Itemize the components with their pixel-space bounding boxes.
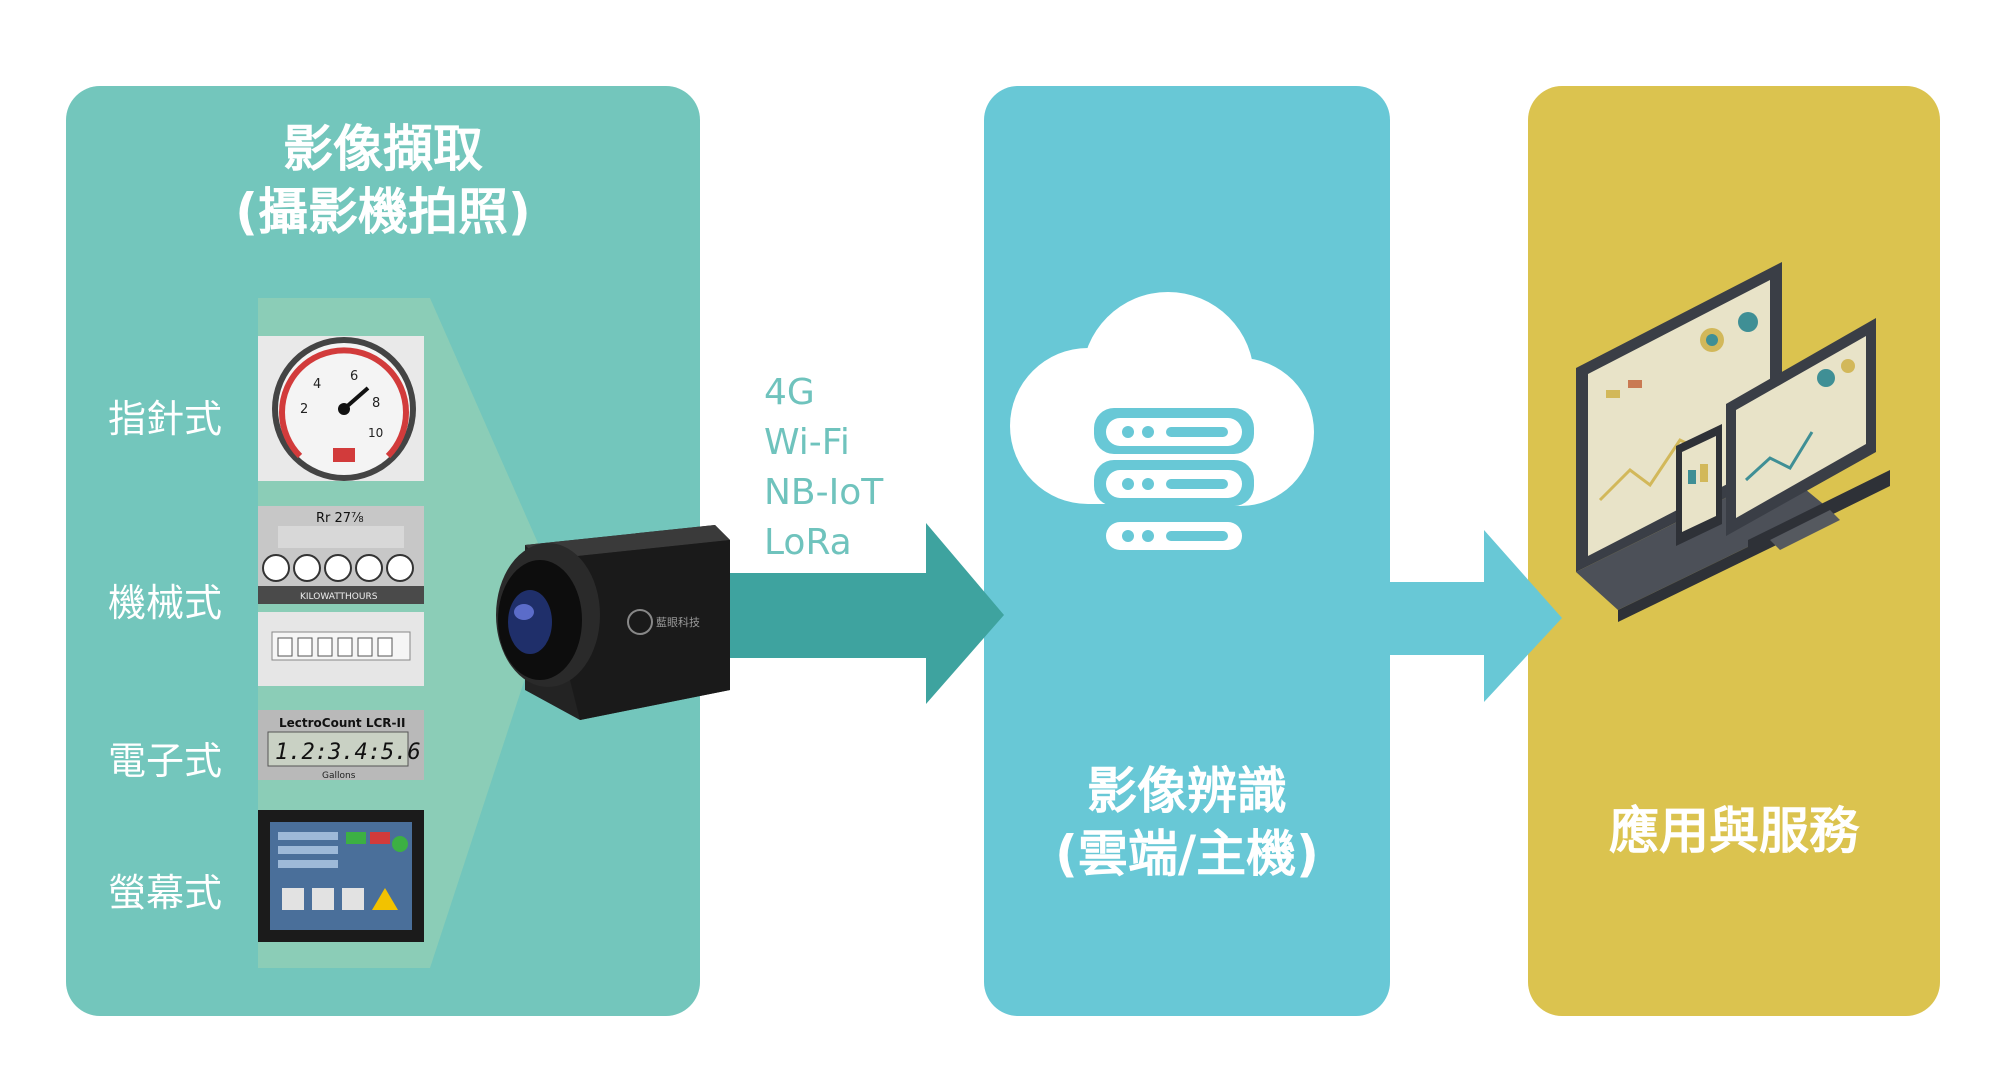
capture-title-line1: 影像擷取: [283, 120, 483, 178]
svg-text:2: 2: [300, 402, 308, 417]
recognition-panel-title: 影像辨識 (雲端/主機): [984, 760, 1390, 885]
arrow-capture-to-recognition: [700, 523, 1004, 704]
connectivity-item: Wi-Fi: [764, 422, 850, 463]
mechanical-unit-label: KILOWATTHOURS: [300, 592, 378, 602]
mechanical-meter-photo: Rr 27⅞ KILOWATTHOURS: [258, 506, 424, 686]
camera-brand-label: 藍眼科技: [656, 615, 700, 629]
devices-dashboard-icon: [1576, 262, 1890, 622]
svg-text:4: 4: [313, 377, 321, 392]
capture-title-line2: (攝影機拍照): [235, 182, 531, 241]
recognition-title-line2: (雲端/主機): [1055, 824, 1319, 883]
connectivity-item: NB-IoT: [764, 472, 884, 513]
mechanical-register-label: Rr 27⅞: [316, 511, 364, 526]
capture-panel-title: 影像擷取 (攝影機拍照): [66, 118, 700, 243]
service-panel-title: 應用與服務: [1609, 802, 1859, 860]
connectivity-item: LoRa: [764, 522, 852, 563]
pointer-gauge-photo: 4 6 8 2 10: [258, 336, 424, 481]
electronic-meter-photo: LectroCount LCR-II 1.2:3.4:5.6 Gallons: [258, 710, 424, 781]
meter-type-screen: 螢幕式: [108, 871, 223, 915]
connectivity-list: 4G Wi-Fi NB-IoT LoRa: [764, 368, 883, 568]
camera-device: 藍眼科技: [496, 525, 730, 720]
electronic-brand-label: LectroCount LCR-II: [279, 716, 405, 730]
touchscreen-meter-photo: [258, 810, 424, 942]
arrow-recognition-to-service: [1390, 530, 1562, 702]
cloud-server-icon: [1010, 292, 1314, 558]
meter-type-electronic: 電子式: [108, 739, 223, 783]
electronic-reading-label: 1.2:3.4:5.6: [275, 740, 421, 765]
electronic-unit-label: Gallons: [322, 771, 356, 781]
svg-text:10: 10: [368, 426, 383, 440]
svg-text:6: 6: [350, 369, 358, 384]
meter-type-mechanical: 機械式: [108, 581, 223, 625]
connectivity-item: 4G: [764, 372, 815, 413]
recognition-title-line1: 影像辨識: [1087, 762, 1287, 820]
meter-type-pointer: 指針式: [108, 397, 223, 441]
svg-text:8: 8: [372, 396, 380, 411]
